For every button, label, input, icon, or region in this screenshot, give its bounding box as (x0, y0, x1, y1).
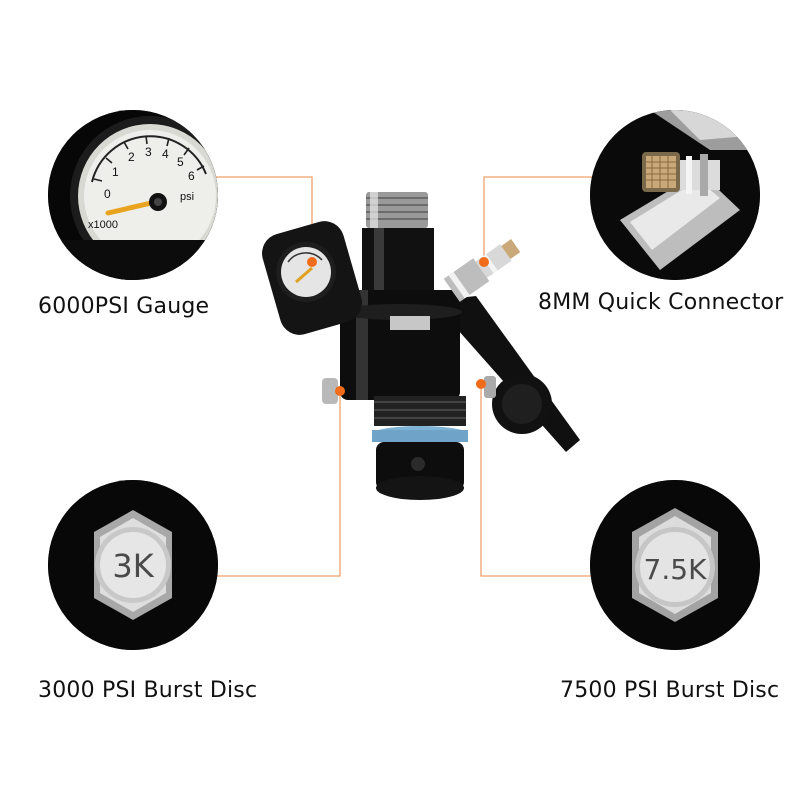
callout-gauge-label: 6000PSI Gauge (38, 294, 210, 319)
burst-disc-7-5k-closeup: 7.5K (590, 480, 760, 650)
gauge-closeup: 0 1 2 3 4 5 6 psi x1000 (48, 110, 218, 280)
callout-quick-connector-label: 8MM Quick Connector (538, 290, 784, 315)
callout-burst-3000-label: 3000 PSI Burst Disc (38, 678, 258, 703)
quick-connector-closeup (590, 110, 760, 280)
callout-burst-7500-label: 7500 PSI Burst Disc (560, 678, 780, 703)
